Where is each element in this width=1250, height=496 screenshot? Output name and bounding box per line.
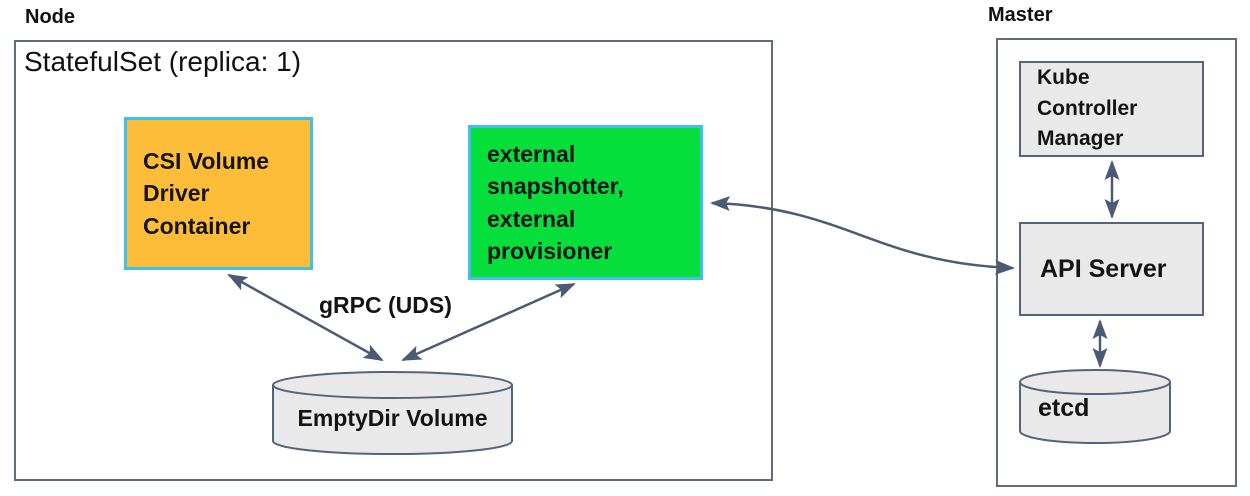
- statefulset-title: StatefulSet (replica: 1): [24, 46, 302, 77]
- kube-controller-manager-label: Kube Controller Manager: [1037, 66, 1138, 151]
- external-sidecars-label: external snapshotter, external provision…: [487, 141, 624, 264]
- api-server-label: API Server: [1040, 254, 1167, 283]
- csi-volume-driver-box: CSI Volume Driver Container: [124, 117, 313, 270]
- master-group-title: Master: [988, 4, 1053, 26]
- node-group-title: Node: [25, 6, 75, 28]
- etcd-label: etcd: [1038, 394, 1090, 422]
- grpc-uds-label: gRPC (UDS): [319, 292, 452, 318]
- external-sidecars-box: external snapshotter, external provision…: [468, 125, 703, 280]
- api-server-box: API Server: [1019, 222, 1204, 316]
- kube-controller-manager-box: Kube Controller Manager: [1019, 61, 1204, 157]
- csi-volume-driver-label: CSI Volume Driver Container: [143, 148, 270, 239]
- emptydir-volume-label: EmptyDir Volume: [297, 405, 488, 431]
